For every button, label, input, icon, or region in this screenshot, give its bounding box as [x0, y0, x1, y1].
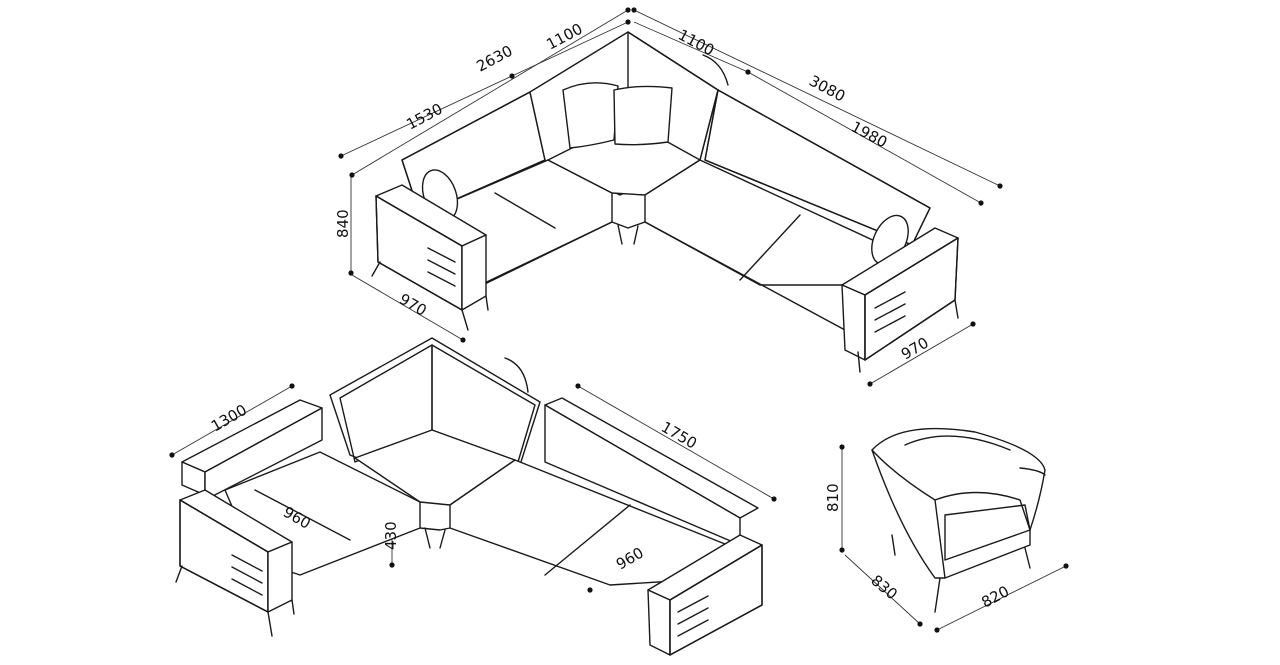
- open-set-center-legs: [424, 527, 446, 549]
- open-corner-sofa-drawing: [169, 337, 777, 656]
- dim-depth-right: 970: [898, 334, 932, 364]
- dim-seat-height: 430: [382, 521, 400, 550]
- dim-height: 840: [334, 209, 352, 238]
- corner-set-dimension-lines: [338, 7, 1003, 387]
- dim-armchair-height: 810: [824, 483, 842, 512]
- corner-set-left-armrest: [371, 184, 489, 331]
- corner-set-right-armrest: [841, 227, 959, 373]
- open-set-right-armrest: [647, 534, 763, 656]
- armchair-drawing: [839, 427, 1069, 633]
- corner-sofa-drawing: [338, 7, 1003, 387]
- open-set-lamp: [504, 357, 529, 393]
- dim-corner-right: 1100: [675, 26, 717, 60]
- armchair-dimension-lines: [839, 444, 1069, 633]
- corner-set-center-legs: [617, 224, 639, 245]
- dim-left-module: 1530: [403, 100, 445, 134]
- reading-lamp: [702, 54, 729, 86]
- armchair-body: [871, 427, 1046, 613]
- open-set-left-armrest: [175, 489, 295, 637]
- dim-right-length: 1750: [658, 418, 700, 453]
- dim-overall-left: 2630: [473, 42, 515, 76]
- dim-armchair-width: 820: [978, 582, 1012, 611]
- dim-depth-left: 970: [396, 290, 430, 320]
- dim-overall-right: 3080: [806, 72, 848, 106]
- dim-armchair-depth: 830: [867, 571, 901, 603]
